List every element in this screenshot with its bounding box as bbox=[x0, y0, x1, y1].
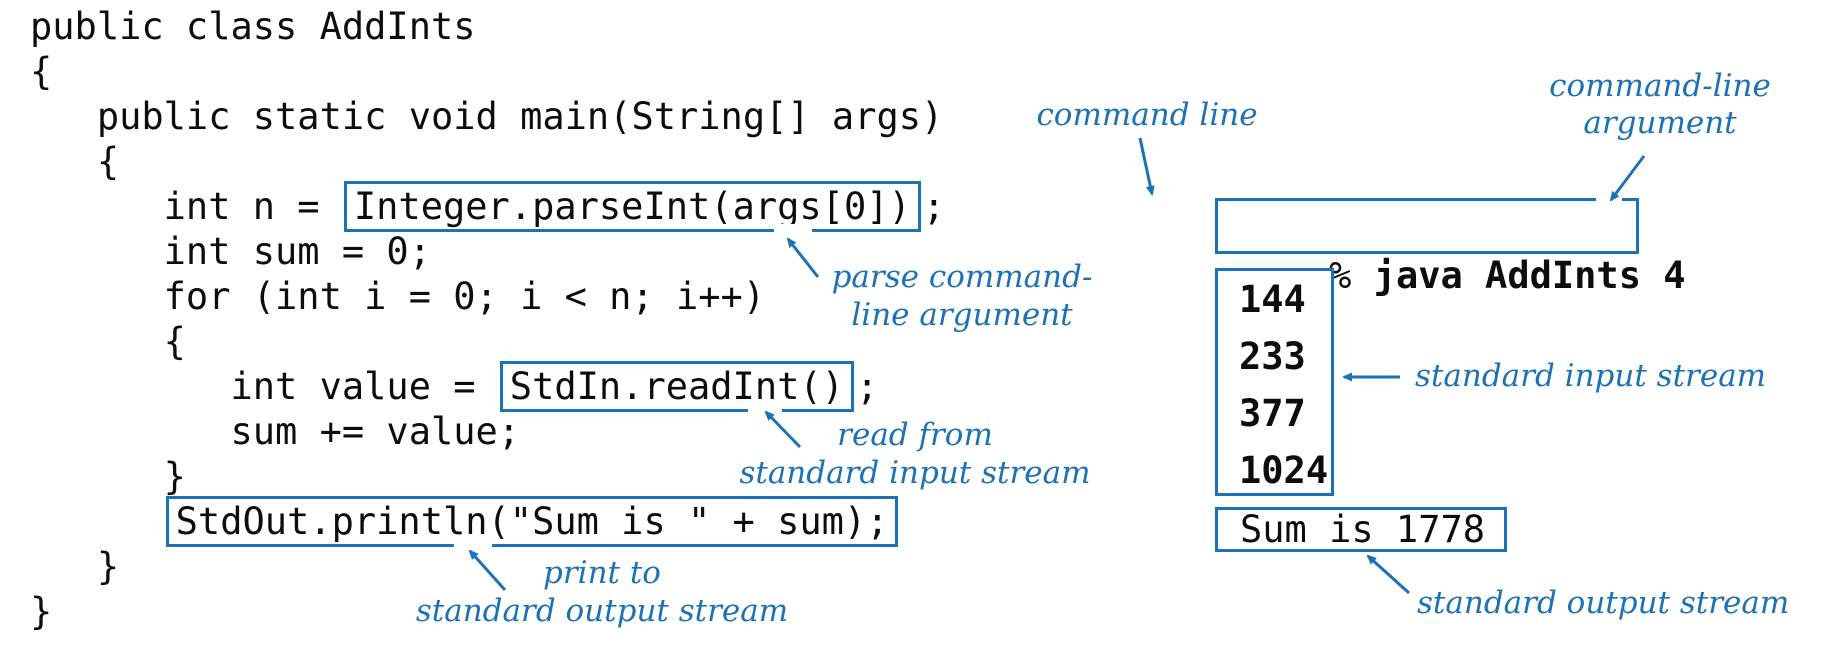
annotation-print-to-stdout: print to standard output stream bbox=[416, 554, 788, 630]
code-line: StdOut.println("Sum is " + sum); bbox=[30, 496, 945, 547]
code-text: } bbox=[30, 590, 53, 633]
code-text: { bbox=[30, 50, 53, 93]
arrow-command-line bbox=[1138, 137, 1155, 196]
annotation-parse-command-line-argument: parse command- line argument bbox=[832, 258, 1093, 334]
code-text: public class AddInts bbox=[30, 5, 476, 48]
annotation-line: print to bbox=[543, 555, 661, 591]
code-text: int n = bbox=[30, 185, 342, 228]
annotation-standard-output-stream: standard output stream bbox=[1417, 585, 1790, 621]
code-line: } bbox=[30, 454, 945, 499]
code-text: int sum = 0; bbox=[30, 230, 431, 273]
shell-prompt: % bbox=[1329, 254, 1374, 297]
standard-output-box: Sum is 1778 bbox=[1215, 507, 1507, 552]
annotation-command-line: command line bbox=[1036, 97, 1258, 133]
annotation-line: parse command- bbox=[831, 259, 1093, 295]
code-line: { bbox=[30, 49, 945, 94]
code-text: public static void main(String[] args) bbox=[30, 95, 944, 138]
code-line: int value = StdIn.readInt(); bbox=[30, 361, 945, 412]
annotation-line: standard input stream bbox=[739, 455, 1091, 491]
code-text: ; bbox=[922, 185, 946, 228]
code-line: for (int i = 0; i < n; i++) bbox=[30, 274, 945, 319]
code-text: sum += value; bbox=[30, 410, 521, 453]
stdin-value: 144 bbox=[1239, 278, 1306, 321]
annotation-line: line argument bbox=[851, 297, 1073, 333]
stdin-value: 233 bbox=[1239, 335, 1306, 378]
code-text: for (int i = 0; i < n; i++) bbox=[30, 275, 766, 318]
code-line: } bbox=[30, 544, 945, 589]
border-gap bbox=[774, 224, 812, 237]
code-line: { bbox=[30, 139, 945, 184]
code-text bbox=[30, 500, 164, 543]
code-highlight-box: StdOut.println("Sum is " + sum); bbox=[165, 496, 899, 547]
annotation-line: standard output stream bbox=[415, 593, 789, 629]
code-line: int sum = 0; bbox=[30, 229, 945, 274]
command-line-box: % java AddInts 4 bbox=[1215, 198, 1686, 297]
code-line: { bbox=[30, 319, 945, 364]
annotation-command-line-argument: command-line argument bbox=[1549, 68, 1771, 142]
code-text: { bbox=[30, 140, 120, 183]
command-text: java AddInts 4 bbox=[1373, 254, 1686, 297]
code-highlight-box: Integer.parseInt(args[0]) bbox=[343, 181, 921, 232]
annotation-line: read from bbox=[837, 417, 993, 453]
code-text: } bbox=[30, 545, 120, 588]
code-highlight-box: StdIn.readInt() bbox=[499, 361, 854, 412]
annotation-standard-input-stream: standard input stream bbox=[1415, 358, 1767, 394]
annotation-line: command-line bbox=[1549, 68, 1771, 104]
arrow-standard-output-stream bbox=[1366, 554, 1411, 595]
code-text: } bbox=[30, 455, 186, 498]
annotation-line: argument bbox=[1583, 105, 1737, 141]
border-gap bbox=[454, 540, 492, 552]
code-line: int n = Integer.parseInt(args[0]); bbox=[30, 181, 946, 232]
annotation-read-from-stdin: read from standard input stream bbox=[739, 416, 1090, 492]
standard-input-box: 144 233 377 1024 bbox=[1215, 268, 1334, 496]
code-line: } bbox=[30, 589, 945, 634]
code-text: { bbox=[30, 320, 186, 363]
java-code-listing: public class AddInts{ public static void… bbox=[30, 4, 945, 634]
code-line: public class AddInts bbox=[30, 4, 945, 49]
stdin-value: 377 bbox=[1239, 392, 1306, 435]
code-text: ; bbox=[855, 365, 879, 408]
code-line: sum += value; bbox=[30, 409, 945, 454]
stdin-value: 1024 bbox=[1239, 449, 1329, 492]
code-line: public static void main(String[] args) bbox=[30, 94, 945, 139]
border-gap bbox=[748, 401, 782, 414]
code-text: int value = bbox=[30, 365, 498, 408]
border-gap bbox=[1596, 194, 1622, 204]
